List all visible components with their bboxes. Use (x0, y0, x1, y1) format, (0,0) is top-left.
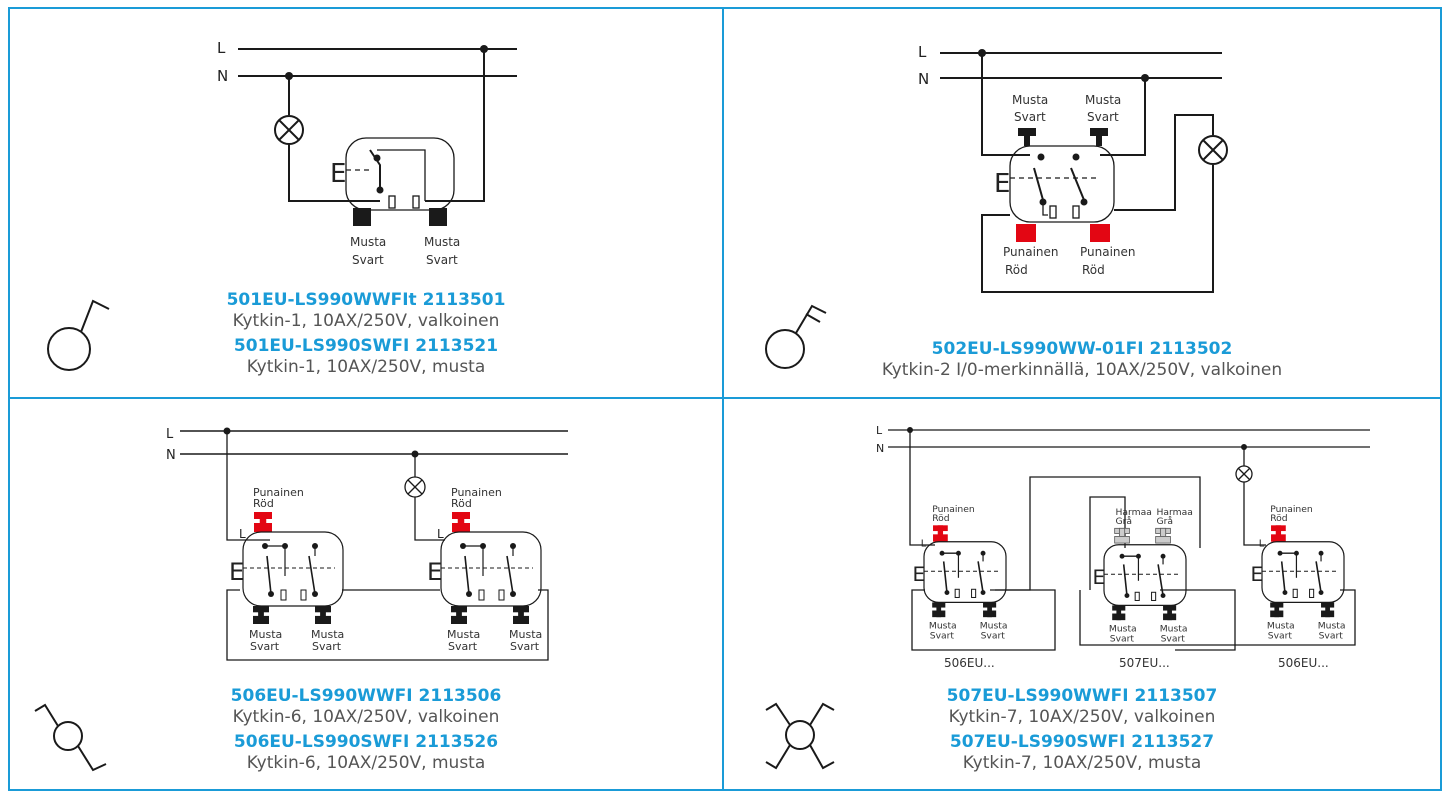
product-code: 501EU-LS990SWFI 2113521 (233, 336, 499, 356)
panel-506: 506EU-LS990WWFI 2113506 Kytkin-6, 10AX/2… (9, 398, 723, 788)
product-description: Kytkin-6, 10AX/250V, musta (246, 753, 486, 773)
product-code: 507EU-LS990WWFI 2113507 (946, 686, 1218, 706)
product-code: 506EU-LS990WWFI 2113506 (230, 686, 502, 706)
product-description: Kytkin-7, 10AX/250V, musta (962, 753, 1202, 773)
product-description: Kytkin-1, 10AX/250V, musta (246, 357, 486, 377)
product-description: Kytkin-2 I/0-merkinnällä, 10AX/250V, val… (881, 360, 1283, 380)
product-code: 506EU-LS990SWFI 2113526 (233, 732, 499, 752)
product-code: 502EU-LS990WW-01FI 2113502 (931, 339, 1233, 359)
panel-507: 507EU-LS990WWFI 2113507 Kytkin-7, 10AX/2… (723, 398, 1441, 788)
panel-502: 502EU-LS990WW-01FI 2113502 Kytkin-2 I/0-… (723, 8, 1441, 398)
product-code: 507EU-LS990SWFI 2113527 (949, 732, 1215, 752)
panel-501: 501EU-LS990WWFIt 2113501 Kytkin-1, 10AX/… (9, 8, 723, 398)
panel-507-captions: 507EU-LS990WWFI 2113507 Kytkin-7, 10AX/2… (723, 685, 1441, 774)
product-code: 501EU-LS990WWFIt 2113501 (226, 290, 506, 310)
product-description: Kytkin-7, 10AX/250V, valkoinen (948, 707, 1216, 727)
panel-506-captions: 506EU-LS990WWFI 2113506 Kytkin-6, 10AX/2… (9, 685, 723, 774)
panel-502-captions: 502EU-LS990WW-01FI 2113502 Kytkin-2 I/0-… (723, 338, 1441, 381)
panel-501-captions: 501EU-LS990WWFIt 2113501 Kytkin-1, 10AX/… (9, 289, 723, 378)
product-description: Kytkin-6, 10AX/250V, valkoinen (232, 707, 500, 727)
product-description: Kytkin-1, 10AX/250V, valkoinen (232, 311, 500, 331)
